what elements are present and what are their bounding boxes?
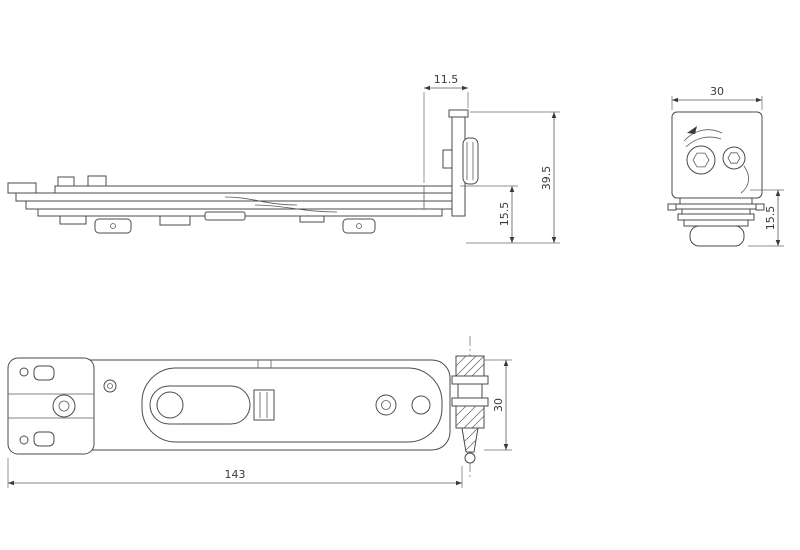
arrowhead [462,85,468,91]
hook-profile [740,165,749,194]
hex-socket-left [692,152,710,168]
dim-end-height-15-5: 15.5 [748,189,784,247]
dim-label-drop-height: 15.5 [498,202,511,227]
plate-slot-bottom [33,431,55,447]
hex-bolt-left [686,145,716,175]
linkage-curves [224,196,338,213]
plate-slot-top [33,365,55,381]
pivot-bolt [52,394,76,418]
guide-roller [462,137,479,185]
dim-label-end-width: 30 [710,85,724,98]
side-feet [59,211,376,234]
dim-label-overall-length: 143 [225,468,246,481]
arrowhead [509,237,515,243]
hex-socket-right [727,152,741,164]
end-roller [689,225,745,247]
dim-offset-11-5: 11.5 [423,73,469,183]
end-bracket-plate [671,111,763,199]
end-plate-stack [667,197,765,227]
screw-hole-end [411,395,431,415]
arrowhead [775,240,781,246]
side-plate-2 [15,192,463,202]
indicator-arrow-icon [687,126,697,134]
arrowhead [456,480,462,486]
side-view [7,109,479,234]
arrowhead [503,444,509,450]
hatch-lines-bottom [455,405,485,429]
end-view [667,111,765,247]
slot-end-circle [156,391,184,419]
l-bracket [423,109,479,217]
dim-track-width-30: 30 [484,359,512,451]
screw-hole-mid [375,394,397,416]
dim-drop-height-15-5: 15.5 [460,185,518,243]
section-tip [461,427,479,453]
dim-overall-height-39-5: 39.5 [466,111,560,244]
arrowhead [424,85,430,91]
side-plate-top [54,185,458,194]
plan-view [7,336,489,478]
arrowhead [551,112,557,118]
dim-end-width-30: 30 [671,85,763,110]
dim-label-overall-height: 39.5 [540,166,553,191]
dim-label-track-width: 30 [492,398,505,412]
side-raised-tab-2 [87,175,107,187]
mounting-plate [7,357,95,455]
arrowhead [775,190,781,196]
arrowhead [509,186,515,192]
arrowhead [503,360,509,366]
arrowhead [8,480,14,486]
dim-label-offset: 11.5 [434,73,459,86]
l-bracket-cap [448,109,469,118]
adjustment-slot-arc [683,129,723,148]
arrowhead [672,97,678,103]
rivet [103,379,117,393]
track-cross-section [451,336,489,478]
side-left-tab [7,182,37,194]
adjuster-block [253,360,275,421]
side-plate-3 [25,200,459,210]
side-raised-tab-1 [57,176,75,187]
section-foot [464,452,476,464]
hatch-lines-top [455,355,485,377]
hex-bolt-right [722,146,746,170]
roller-bolt [442,149,453,169]
arrowhead [756,97,762,103]
arrowhead [551,237,557,243]
dim-overall-length-143: 143 [7,458,463,488]
dim-label-end-height: 15.5 [764,206,777,231]
